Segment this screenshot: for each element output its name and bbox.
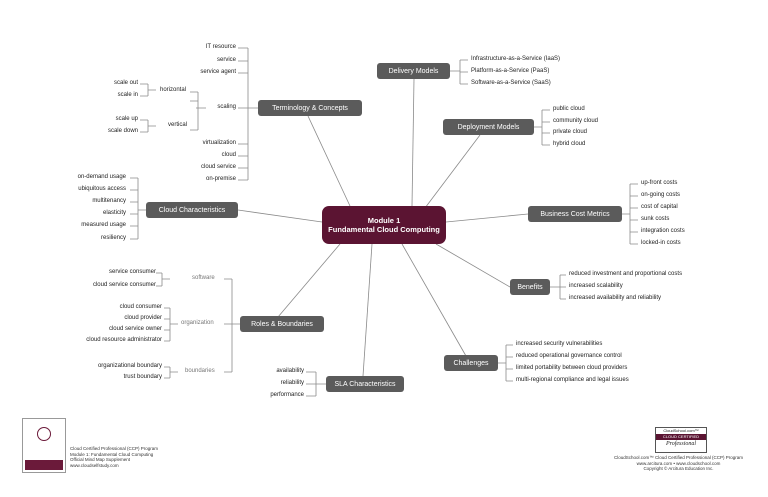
ccp-badge-logo: CloudSchool.com™ CLOUD CERTIFIED Profess…: [655, 427, 707, 453]
sla-reliability: reliability: [280, 380, 304, 386]
central-topic-subtitle: Fundamental Cloud Computing: [328, 225, 440, 234]
challenge-portability: limited portability between cloud provid…: [516, 365, 628, 371]
footer-left-line: Official Mind Map Supplement: [70, 457, 130, 462]
scale-up: scale up: [115, 116, 138, 122]
branch-cloud-characteristics[interactable]: Cloud Characteristics: [146, 202, 238, 218]
footer-left-line: www.cloudselfstudy.com: [70, 462, 119, 468]
scale-down: scale down: [107, 128, 138, 134]
char-resiliency: resiliency: [100, 235, 126, 241]
char-on-demand-usage: on-demand usage: [77, 174, 126, 180]
delivery-iaas: Infrastructure-as-a-Service (IaaS): [471, 56, 561, 62]
scale-in: scale in: [117, 92, 138, 98]
challenge-governance: reduced operational governance control: [516, 353, 622, 359]
cost-integration: integration costs: [641, 228, 685, 234]
scaling-horizontal: horizontal: [160, 87, 187, 93]
central-topic-title: Module 1: [367, 216, 401, 225]
cost-sunk: sunk costs: [641, 216, 670, 222]
deploy-hybrid: hybrid cloud: [553, 141, 586, 147]
roles-boundaries: boundaries: [185, 368, 215, 374]
footer-right-line: Copyright © Arcitura Education Inc.: [643, 466, 714, 471]
benefit-availability: increased availability and reliability: [569, 295, 662, 301]
term-on-premise: on-premise: [205, 176, 236, 182]
char-multitenancy: multitenancy: [92, 198, 126, 204]
deploy-community: community cloud: [553, 118, 599, 124]
central-topic[interactable]: Module 1 Fundamental Cloud Computing: [322, 206, 446, 244]
term-cloud: cloud: [221, 152, 236, 158]
benefit-reduced-investment: reduced investment and proportional cost…: [569, 271, 683, 277]
branch-deployment-models[interactable]: Deployment Models: [443, 119, 534, 135]
deploy-private: private cloud: [553, 129, 588, 135]
role-trust-boundary: trust boundary: [123, 374, 162, 380]
branch-benefits[interactable]: Benefits: [510, 279, 550, 295]
branch-roles-boundaries[interactable]: Roles & Boundaries: [240, 316, 324, 332]
scaling-vertical: vertical: [168, 122, 188, 128]
char-ubiquitous-access: ubiquitous access: [78, 186, 126, 192]
cost-up-front: up-front costs: [641, 180, 678, 186]
branch-terminology[interactable]: Terminology & Concepts: [258, 100, 362, 116]
book-logo-icon: [37, 427, 51, 441]
term-service: service: [216, 57, 236, 63]
role-cloud-resource-admin: cloud resource administrator: [86, 337, 162, 343]
book-cover-strip: [25, 460, 63, 470]
footer-right-text: CloudSchool.com™ Cloud Certified Profess…: [606, 455, 751, 472]
delivery-saas: Software-as-a-Service (SaaS): [471, 80, 551, 86]
role-cloud-service-owner: cloud service owner: [108, 326, 162, 332]
footer-left-line: Module 1: Fundamental Cloud Computing: [70, 451, 154, 457]
cost-locked-in: locked-in costs: [641, 240, 681, 246]
footer-right-line: www.arcitura.com • www.cloudschool.com: [636, 460, 721, 466]
char-elasticity: elasticity: [102, 210, 126, 216]
footer-right-line: CloudSchool.com™ Cloud Certified Profess…: [613, 455, 744, 460]
footer-left-text: Cloud Certified Professional (CCP) Progr…: [70, 446, 158, 468]
cost-capital: cost of capital: [641, 204, 678, 210]
char-measured-usage: measured usage: [81, 222, 126, 228]
branch-delivery-models[interactable]: Delivery Models: [377, 63, 450, 79]
sla-availability: availability: [276, 368, 304, 374]
badge-bottom: Professional: [665, 441, 697, 447]
role-cloud-provider: cloud provider: [124, 315, 162, 321]
badge-middle: CLOUD CERTIFIED: [656, 434, 706, 440]
term-virtualization: virtualization: [202, 140, 236, 146]
role-service-consumer: service consumer: [108, 269, 156, 275]
sla-performance: performance: [270, 392, 304, 398]
roles-organization: organization: [181, 320, 214, 326]
branch-business-cost-metrics[interactable]: Business Cost Metrics: [528, 206, 622, 222]
branch-challenges[interactable]: Challenges: [444, 355, 498, 371]
role-cloud-service-consumer: cloud service consumer: [92, 282, 156, 288]
role-cloud-consumer: cloud consumer: [119, 304, 162, 310]
roles-software: software: [192, 275, 215, 281]
term-it-resource: IT resource: [205, 44, 236, 50]
book-cover-image: [22, 418, 66, 473]
benefit-scalability: increased scalability: [569, 283, 623, 289]
deploy-public: public cloud: [553, 106, 585, 112]
delivery-paas: Platform-as-a-Service (PaaS): [471, 68, 550, 74]
scale-out: scale out: [113, 80, 138, 86]
cost-on-going: on-going costs: [641, 192, 681, 198]
term-scaling: scaling: [217, 104, 236, 110]
term-service-agent: service agent: [200, 69, 236, 75]
challenge-security: increased security vulnerabilities: [516, 341, 603, 347]
badge-top: CloudSchool.com™: [663, 428, 699, 433]
footer-left-line: Cloud Certified Professional (CCP) Progr…: [70, 446, 159, 451]
role-organizational-boundary: organizational boundary: [97, 363, 162, 369]
branch-sla-characteristics[interactable]: SLA Characteristics: [326, 376, 404, 392]
challenge-compliance: multi-regional compliance and legal issu…: [516, 377, 629, 383]
term-cloud-service: cloud service: [200, 164, 236, 170]
